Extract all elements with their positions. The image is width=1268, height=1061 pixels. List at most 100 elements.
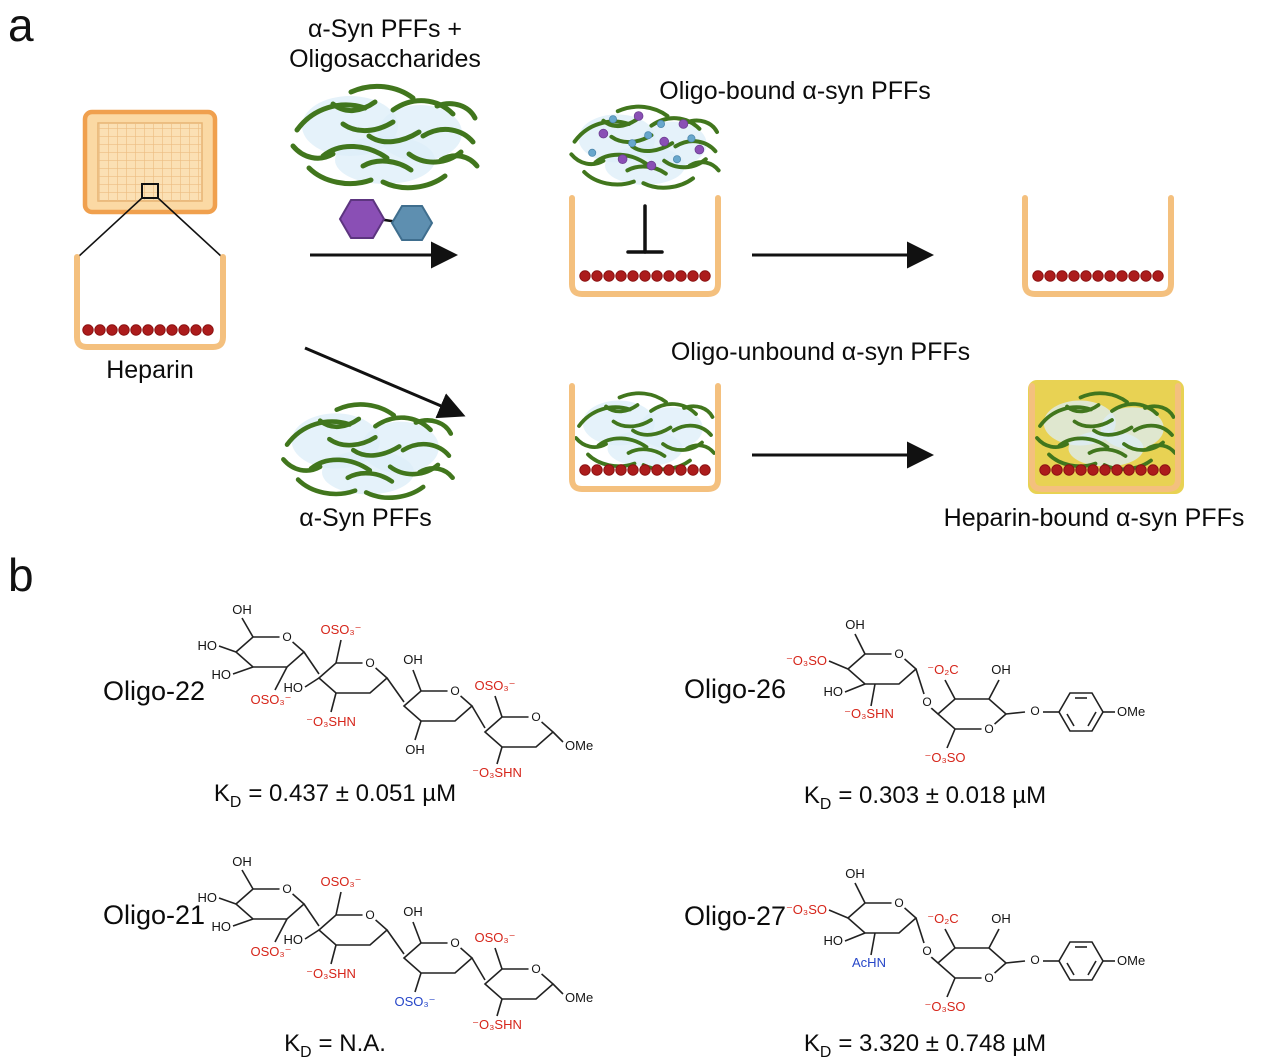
oligo-22-structure: OH HO HO OSO₃⁻ O OSO₃⁻ HO ⁻O₃SHN O OH OH…: [198, 602, 594, 780]
caption-oligo-unbound: Oligo-unbound α-syn PFFs: [670, 338, 971, 366]
chem-label: ⁻O₂C: [927, 662, 958, 677]
chem-label: OMe: [1117, 704, 1145, 719]
bound-oligo-dots-icon: [588, 111, 705, 171]
kd-symbol: K: [803, 782, 820, 809]
chem-label: OH: [232, 602, 252, 617]
ring-oxygens: [891, 895, 1043, 986]
chem-label: HO: [212, 919, 232, 934]
chem-label: ⁻O₃SHN: [306, 966, 356, 981]
chem-label: OMe: [565, 990, 593, 1005]
caption-asyn-pffs: α-Syn PFFs: [299, 504, 432, 532]
chem-label: ⁻O₂C: [927, 911, 958, 926]
kd-subscript: D: [819, 1043, 832, 1061]
ring-oxygen-label: O: [984, 971, 993, 985]
ring-oxygens: [279, 881, 544, 977]
oligo-name: Oligo-21: [103, 900, 206, 930]
caption-mix-line2: Oligosaccharides: [289, 45, 481, 73]
chem-label: OSO₃⁻: [250, 944, 291, 959]
fibril-cluster-icon: [293, 86, 477, 187]
chem-label: OH: [405, 742, 425, 757]
caption-heparin-bound: Heparin-bound α-syn PFFs: [943, 504, 1245, 532]
chem-label: HO: [824, 933, 844, 948]
well-dots-icon: [1039, 464, 1171, 476]
ring-oxygen-label: O: [365, 908, 374, 922]
chem-label: HO: [198, 890, 218, 905]
heparin-well: [74, 254, 226, 350]
caption-mix-line1: α-Syn PFFs +: [307, 15, 463, 43]
chem-label: ⁻O₃SO: [924, 999, 965, 1014]
heparin-bound-well: [1028, 380, 1184, 494]
chem-labels: OH ⁻O₃SO HO ⁻O₃SHN O ⁻O₂C OH ⁻O₃SO O O O…: [786, 617, 1145, 765]
chem-labels: OH HO HO OSO₃⁻ O OSO₃⁻ HO ⁻O₃SHN O OH OH…: [198, 602, 594, 780]
kd-number: = 3.320 ± 0.748 µM: [838, 1030, 1047, 1057]
oligo-name: Oligo-26: [684, 674, 787, 704]
chem-label: ⁻O₃SO: [786, 902, 827, 917]
oligo-27-structure: OH ⁻O₃SO HO AcHN O ⁻O₂C OH ⁻O₃SO O O O O…: [786, 866, 1145, 1014]
ring-oxygen-label: O: [531, 710, 540, 724]
washed-well: [1022, 195, 1174, 297]
chem-label: HO: [824, 684, 844, 699]
chem-label: OMe: [1117, 953, 1145, 968]
oligo-27-block: Oligo-27 OH ⁻O₃SO HO AcHN O: [672, 855, 1152, 1061]
oligo-21-structure: OH HO HO OSO₃⁻ O OSO₃⁻ HO ⁻O₃SHN O OH OS…: [198, 854, 594, 1032]
oligo-22-block: Oligo-22 OH HO HO OSO₃⁻: [95, 598, 600, 813]
chem-label: ⁻O₃SHN: [472, 1017, 522, 1032]
panel-a-label: a: [8, 0, 34, 51]
chem-label: ⁻O₃SO: [786, 653, 827, 668]
ring-oxygen-label: O: [1030, 953, 1039, 967]
kd-value: KD= 0.437 ± 0.051 µM: [170, 780, 500, 812]
oligo-name: Oligo-27: [684, 901, 787, 931]
chem-label: OSO₃⁻: [250, 692, 291, 707]
ring-oxygen-label: O: [894, 647, 903, 661]
chem-label: ⁻O₃SHN: [306, 714, 356, 729]
panel-a-art: [74, 0, 1184, 545]
chem-label: ⁻O₃SHN: [472, 765, 522, 780]
ring-oxygen-label: O: [922, 695, 931, 709]
ring-oxygen-label: O: [922, 944, 931, 958]
ring-oxygen-label: O: [984, 722, 993, 736]
kd-subscript: D: [300, 1043, 312, 1061]
kd-value: KD = 0.303 ± 0.018 µM: [760, 782, 1090, 814]
chem-label: OH: [403, 652, 423, 667]
chem-label: OSO₃⁻: [320, 622, 361, 637]
oligo-21-block: Oligo-21 OH HO HO OSO₃⁻: [95, 852, 600, 1061]
heparin-dots-icon: [82, 324, 214, 336]
ring-oxygen-label: O: [282, 630, 291, 644]
oligo-unbound-well: [569, 383, 721, 492]
ring-oxygen-label: O: [365, 656, 374, 670]
chem-label: OH: [845, 617, 865, 632]
zoom-lines-icon: [77, 197, 223, 258]
kd-number: = 0.303 ± 0.018 µM: [838, 782, 1047, 809]
kd-symbol: K: [803, 1030, 820, 1057]
chem-label: OMe: [565, 738, 593, 753]
chem-label: ⁻O₃SO: [924, 750, 965, 765]
chem-label: OSO₃⁻: [474, 930, 515, 945]
kd-symbol: K: [284, 1030, 301, 1057]
kd-number: = N.A.: [318, 1030, 386, 1057]
ring-oxygen-label: O: [450, 936, 459, 950]
oligo-name: Oligo-22: [103, 676, 206, 706]
chem-label: OH: [403, 904, 423, 919]
chem-label: HO: [284, 932, 304, 947]
oligosaccharide-icon: [338, 199, 434, 241]
chem-label: OH: [991, 662, 1011, 677]
well-dots-icon: [1032, 270, 1164, 282]
arrow-diagonal-icon: [304, 346, 466, 419]
chem-label: HO: [212, 667, 232, 682]
oligo-26-structure: OH ⁻O₃SO HO ⁻O₃SHN O ⁻O₂C OH ⁻O₃SO O O O…: [786, 617, 1145, 765]
chem-label: OSO₃⁻: [394, 994, 435, 1009]
chem-label: HO: [198, 638, 218, 653]
bond-lines: [218, 617, 564, 765]
ring-oxygen-label: O: [1030, 704, 1039, 718]
asyn-fibril-cluster-icon: [283, 404, 452, 497]
kd-subscript: D: [819, 795, 832, 813]
caption-mix: α-Syn PFFs + Oligosaccharides: [245, 14, 525, 74]
ring-oxygen-label: O: [531, 962, 540, 976]
chem-label: ⁻O₃SHN: [844, 706, 894, 721]
oligo-bound-cluster-icon: [571, 107, 718, 188]
bond-lines: [218, 869, 564, 1017]
chem-label: OSO₃⁻: [320, 874, 361, 889]
kd-subscript: D: [229, 793, 242, 811]
kd-number: = 0.437 ± 0.051 µM: [248, 780, 457, 807]
chem-label: OH: [232, 854, 252, 869]
